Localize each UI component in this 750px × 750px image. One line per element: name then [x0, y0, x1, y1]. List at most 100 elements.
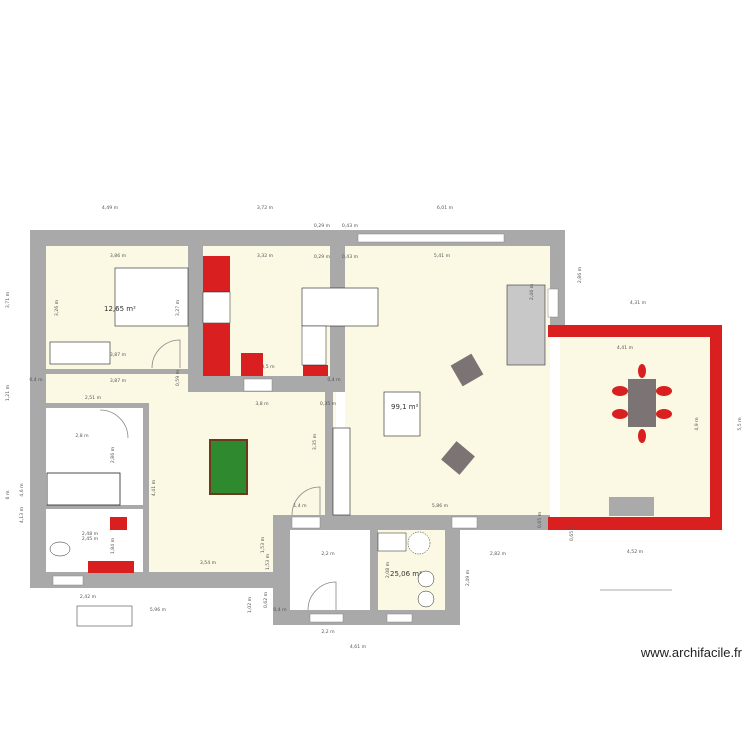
- dimension-label: 1,4 m: [293, 503, 307, 509]
- dimension-label: 1,02 m: [247, 596, 253, 613]
- window: [547, 288, 559, 318]
- wall: [273, 515, 550, 530]
- boiler: [407, 531, 431, 555]
- dimension-label: 2,51 m: [85, 395, 102, 401]
- dimension-label: 2,2 m: [321, 551, 335, 557]
- wall: [325, 392, 333, 515]
- area-labels: 12,65 m² 99,1 m² 25,06 m²: [104, 305, 422, 578]
- dimension-label: 1,84 m: [110, 537, 116, 554]
- bed: [114, 267, 189, 327]
- dining-table: [628, 379, 656, 427]
- dimension-label: 3,35 m: [312, 433, 318, 450]
- sofa: [383, 391, 421, 437]
- dimension-label: 4,52 m: [627, 549, 644, 555]
- storage-box: [76, 605, 133, 627]
- dimension-label: 0,4 m: [327, 377, 341, 383]
- room-area-laundry: 25,06 m²: [390, 570, 422, 578]
- dimension-label: 2,86 m: [110, 446, 116, 463]
- dimension-label: 1,53 m: [265, 553, 271, 570]
- door-swing: [307, 581, 337, 611]
- dimension-label: 0,4 m: [273, 607, 287, 613]
- kitchen-unit: [303, 365, 328, 376]
- dimension-label: 4,41 m: [617, 345, 634, 351]
- wall: [143, 403, 149, 572]
- dimension-label: 2,8 m: [75, 433, 89, 439]
- dimension-labels: 4,49 m 3,72 m 6,01 m 0,29 m 0,43 m 3,86 m 3,32…: [5, 205, 743, 650]
- dimension-label: 3,32 m: [257, 253, 274, 259]
- furniture: [46, 256, 672, 627]
- dimension-label: 3,5 m: [261, 364, 275, 370]
- dimension-label: 4,49 m: [102, 205, 119, 211]
- wall: [445, 515, 460, 625]
- dimension-label: 2,2 m: [321, 629, 335, 635]
- dimension-label: 4,6 m: [19, 483, 25, 497]
- dimension-label: 3,86 m: [110, 253, 127, 259]
- dimension-label: 0,43 m: [342, 254, 359, 260]
- dining-chair: [638, 364, 646, 378]
- windows: [52, 233, 559, 623]
- door-swing: [291, 486, 321, 516]
- window: [52, 575, 84, 586]
- dryer: [417, 590, 435, 608]
- dimension-label: 0,65 m: [569, 524, 575, 541]
- dimension-label: 0,29 m: [314, 223, 331, 229]
- dimension-label: 4,41 m: [151, 479, 157, 496]
- dimension-label: 0,43 m: [342, 223, 359, 229]
- window: [357, 233, 505, 243]
- toilet: [49, 541, 71, 557]
- room-area-living: 99,1 m²: [391, 403, 419, 411]
- doors: [99, 339, 337, 611]
- dimension-label: 5,5 m: [737, 417, 743, 431]
- dimension-label: 4,9 m: [694, 417, 700, 431]
- dimension-label: 2,45 m: [82, 536, 99, 542]
- kitchen-island: [301, 287, 379, 327]
- wall: [46, 403, 149, 408]
- window: [291, 516, 321, 529]
- dimension-label: 5,86 m: [432, 503, 449, 509]
- bathtub: [46, 472, 121, 506]
- dimension-label: 2,86 m: [577, 266, 583, 283]
- dimension-label: 2,08 m: [385, 561, 391, 578]
- wall: [30, 572, 290, 588]
- dining-chair: [638, 429, 646, 443]
- kitchen-unit: [203, 323, 230, 376]
- dimension-label: 0,65 m: [537, 511, 543, 528]
- dimension-label: 3,87 m: [110, 352, 127, 358]
- kitchen-unit: [203, 256, 230, 292]
- wall: [273, 610, 460, 625]
- wall: [188, 230, 203, 392]
- dimension-label: 4,61 m: [350, 644, 367, 650]
- wall: [46, 505, 143, 509]
- dimension-label: 0,59 m: [175, 369, 181, 386]
- dimension-label: 3,72 m: [257, 205, 274, 211]
- window: [451, 516, 478, 529]
- bathroom-unit: [110, 517, 127, 530]
- dimension-label: 4,13 m: [19, 506, 25, 523]
- dimension-label: 0,35 m: [320, 401, 337, 407]
- dining-chair: [656, 409, 672, 419]
- billiard-table: [209, 439, 248, 495]
- wall: [273, 515, 290, 625]
- door-swing: [99, 409, 129, 439]
- window: [386, 613, 413, 623]
- wall: [370, 530, 378, 610]
- window: [243, 378, 273, 392]
- wall: [46, 369, 188, 374]
- sink: [377, 532, 407, 552]
- fridge: [301, 325, 327, 366]
- staircase: [506, 284, 546, 366]
- dining-chair: [612, 409, 628, 419]
- bookcase: [332, 427, 351, 516]
- dimension-label: 0,4 m: [29, 377, 43, 383]
- dimension-label: 2,49 m: [465, 569, 471, 586]
- desk: [609, 497, 654, 516]
- dimension-label: 6,01 m: [437, 205, 454, 211]
- dining-chair: [612, 386, 628, 396]
- washing-machine: [417, 570, 435, 588]
- armchair: [450, 353, 484, 387]
- dimension-label: 4,31 m: [630, 300, 647, 306]
- dimension-label: 6 m: [5, 490, 11, 499]
- dimension-label: 2,48 m: [82, 531, 99, 537]
